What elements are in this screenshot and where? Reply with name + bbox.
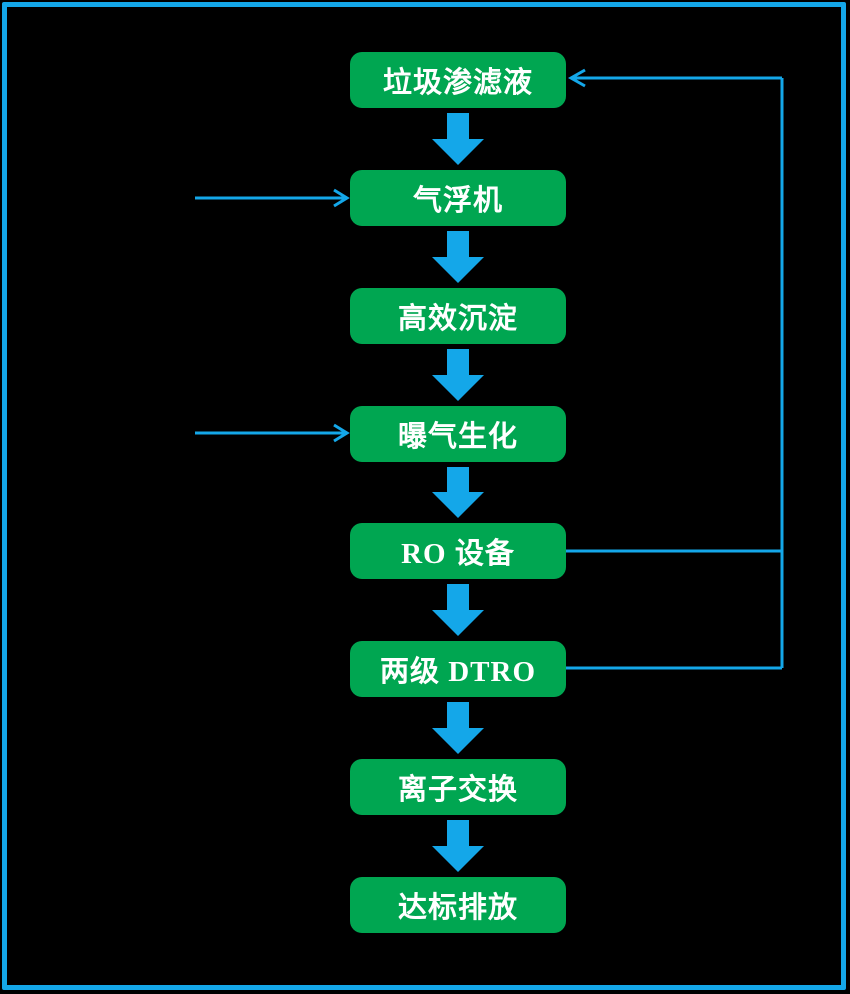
node-discharge: 达标排放	[350, 877, 566, 933]
flow-down-arrow	[432, 231, 484, 283]
node-air-flotation: 气浮机	[350, 170, 566, 226]
node-leachate: 垃圾渗滤液	[350, 52, 566, 108]
feedback-arrow-to-leachate	[567, 68, 782, 88]
node-sedimentation: 高效沉淀	[350, 288, 566, 344]
input-arrow-to-aeration	[195, 423, 350, 443]
flow-down-arrow	[432, 584, 484, 636]
node-aeration: 曝气生化	[350, 406, 566, 462]
flow-down-arrow	[432, 349, 484, 401]
node-dtro: 两级 DTRO	[350, 641, 566, 697]
node-ro-equipment: RO 设备	[350, 523, 566, 579]
node-ion-exchange: 离子交换	[350, 759, 566, 815]
flow-down-arrow	[432, 113, 484, 165]
input-arrow-to-air-flotation	[195, 188, 350, 208]
flow-down-arrow	[432, 820, 484, 872]
flow-down-arrow	[432, 467, 484, 518]
flow-down-arrow	[432, 702, 484, 754]
